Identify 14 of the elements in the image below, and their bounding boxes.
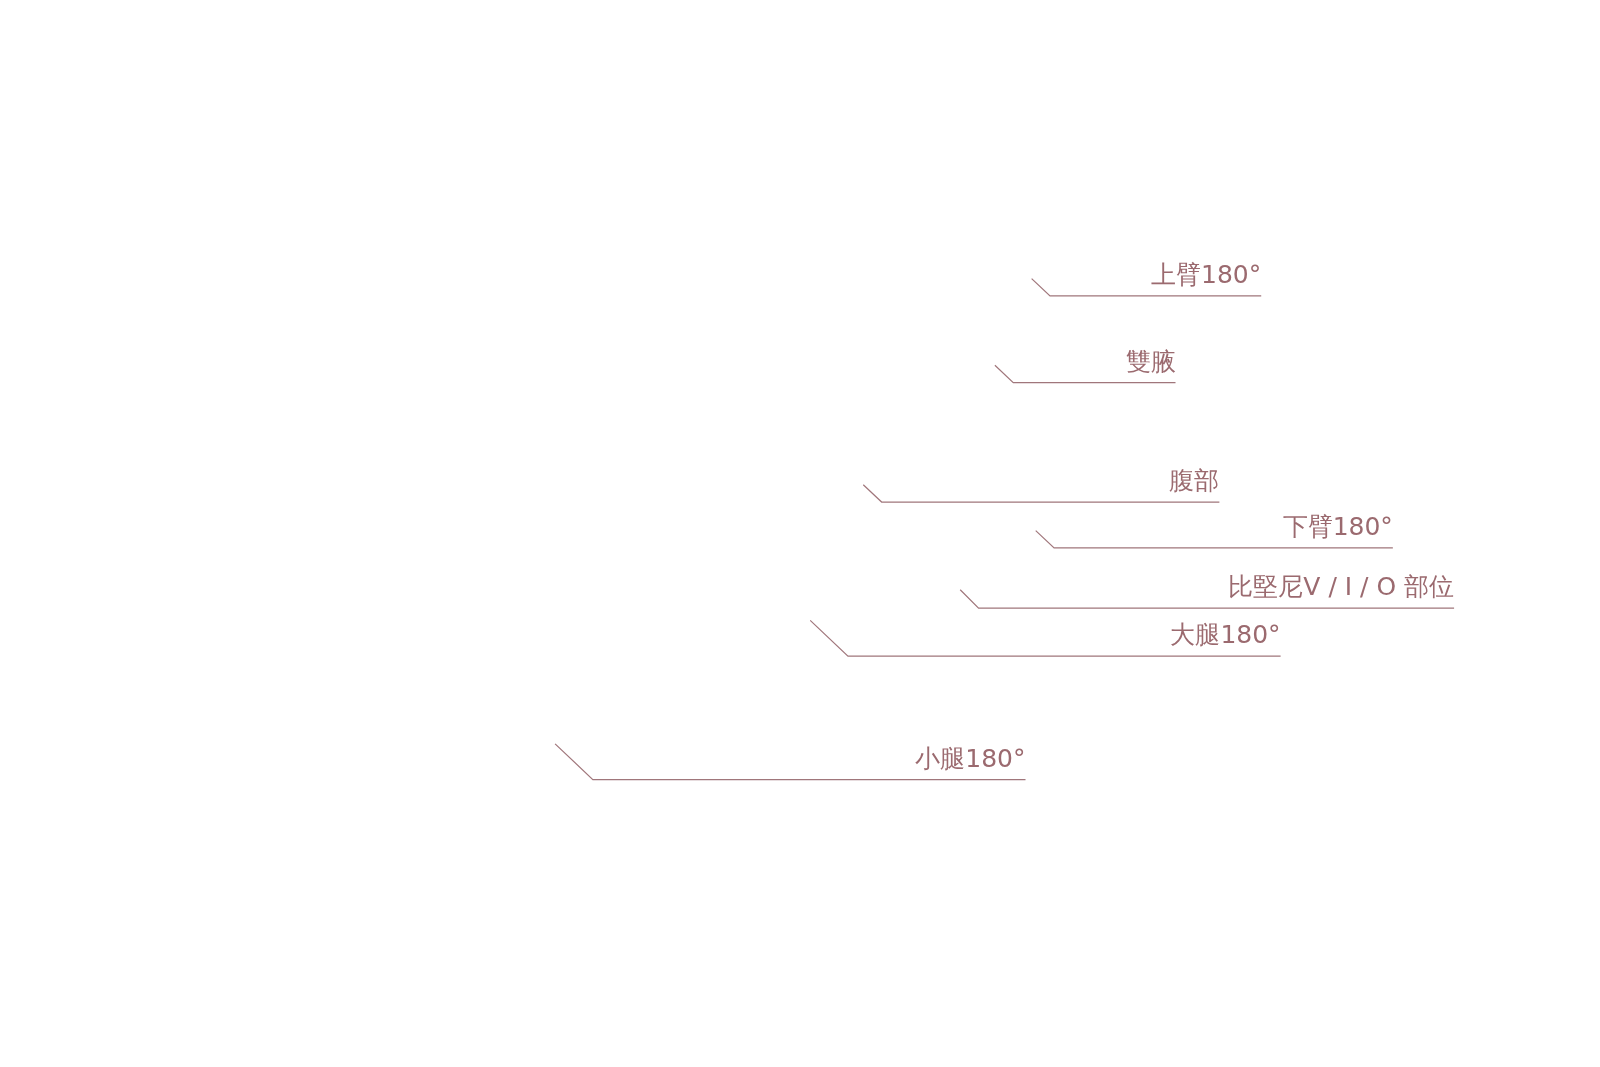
body-part-label: 比堅尼V / I / O 部位: [1228, 572, 1455, 609]
leader-line: [809, 619, 1282, 657]
body-part-label: 下臂180°: [1282, 511, 1393, 548]
leader-line: [862, 484, 1220, 503]
leader-line: [994, 364, 1177, 384]
body-part-label: 雙腋: [1125, 346, 1176, 383]
body-part-label: 上臂180°: [1151, 259, 1262, 296]
leader-line: [1035, 530, 1394, 549]
body-part-label: 腹部: [1169, 466, 1220, 503]
leader-line: [554, 743, 1027, 781]
body-part-label: 大腿180°: [1170, 620, 1281, 657]
body-part-label: 小腿180°: [915, 743, 1026, 780]
leader-line: [1031, 277, 1262, 297]
leader-line: [959, 589, 1455, 609]
